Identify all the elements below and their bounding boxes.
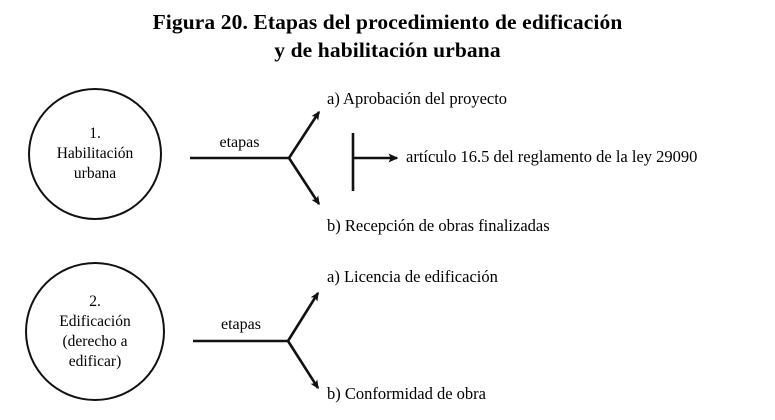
branch-aprobacion-del-proyecto: a) Aprobación del proyecto xyxy=(327,89,508,108)
figure-title: Figura 20. Etapas del procedimiento de e… xyxy=(0,8,775,64)
figure-title-line-2: y de habilitación urbana xyxy=(274,38,501,62)
connector-group-habilitacion xyxy=(190,110,321,206)
connector-arrow-2a xyxy=(286,291,320,342)
node-habilitacion-line-2: Habilitación xyxy=(56,145,134,162)
branch-recepcion-de-obras-finalizadas: b) Recepción de obras finalizadas xyxy=(327,216,550,235)
edge-label-etapas-habilitacion: etapas xyxy=(219,134,260,151)
branch-licencia-de-edificacion: a) Licencia de edificación xyxy=(327,267,498,286)
node-habilitacion-line-3: urbana xyxy=(73,165,117,182)
connector-arrow-2b xyxy=(286,340,320,390)
node-habilitacion-urbana: 1. Habilitación urbana xyxy=(28,88,162,220)
node-habilitacion-line-1: 1. xyxy=(89,125,101,142)
branch-conformidad-de-obra: b) Conformidad de obra xyxy=(327,384,486,403)
node-edificacion-line-2: Edificación xyxy=(59,312,131,330)
connector-arrow-1b xyxy=(287,157,321,206)
node-edificacion: 2. Edificación (derecho a edificar) xyxy=(25,262,165,401)
connector-group-edificacion xyxy=(193,291,320,390)
node-edificacion-line-3: (derecho a xyxy=(62,332,128,350)
connector-group-annotation xyxy=(351,133,399,191)
edge-label-etapas-edificacion: etapas xyxy=(221,316,261,333)
figure-title-line-1: Figura 20. Etapas del procedimiento de e… xyxy=(152,10,623,34)
annotation-articulo-reglamento: artículo 16.5 del reglamento de la ley 2… xyxy=(406,147,698,166)
connector-arrow-1a xyxy=(287,110,321,159)
node-edificacion-line-4: edificar) xyxy=(68,352,122,370)
node-edificacion-line-1: 2. xyxy=(89,292,101,310)
